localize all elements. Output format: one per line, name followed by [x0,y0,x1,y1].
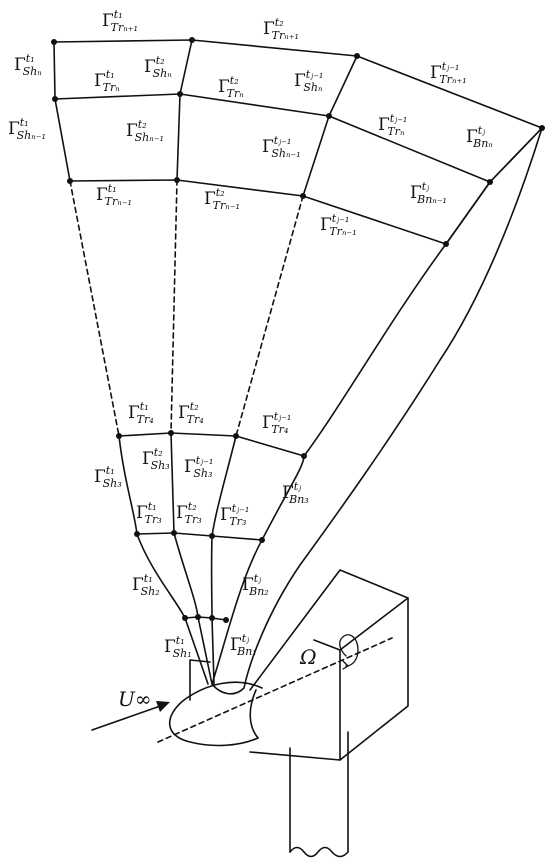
freestream-arrowhead [156,701,170,712]
node [177,91,183,97]
node [259,537,265,543]
hub-box-edge [313,597,409,761]
rotation-axis [157,637,393,743]
node [168,430,174,436]
shaft-break-line [289,846,349,858]
node [51,39,57,45]
node [301,453,307,459]
rotation-arrowhead [342,660,349,670]
tr-line-2 [184,616,227,621]
node [300,193,306,199]
node [182,615,188,621]
tr-line-4 [118,432,305,457]
node [134,531,140,537]
freestream-arrow [91,703,167,731]
tr-line-np1 [53,39,358,57]
label-freestream: U∞ [118,687,152,711]
hub-box [249,569,409,761]
label-rotation: Ω [299,645,317,669]
node [487,179,493,185]
node [209,615,215,621]
support-shaft [289,731,349,853]
node [171,530,177,536]
node [233,433,239,439]
lattice-nodes [51,37,545,623]
rotation-arrow [339,634,359,667]
node [116,433,122,439]
node [67,178,73,184]
sh-line-t1-upper [53,41,71,182]
hub-assembly [91,569,409,858]
node [443,241,449,247]
spinner-rear [249,689,259,739]
spinner-nose [168,681,263,747]
node [354,53,360,59]
blade-outline [211,127,543,695]
sh-dash-t2 [170,179,178,434]
node [539,125,545,131]
tr-line-3 [136,532,263,541]
sh-dash-t1 [69,180,120,437]
sh-dash-tj1 [235,195,304,437]
blade [211,127,543,695]
tr-line-n [54,93,491,183]
node [189,37,195,43]
node [209,533,215,539]
node [52,96,58,102]
node [223,617,229,623]
node [326,113,332,119]
node [174,177,180,183]
tr-line-nm1 [69,179,447,245]
node [195,614,201,620]
sh-line-t2-upper [176,39,193,181]
sh-line-tj-upper [356,55,543,245]
